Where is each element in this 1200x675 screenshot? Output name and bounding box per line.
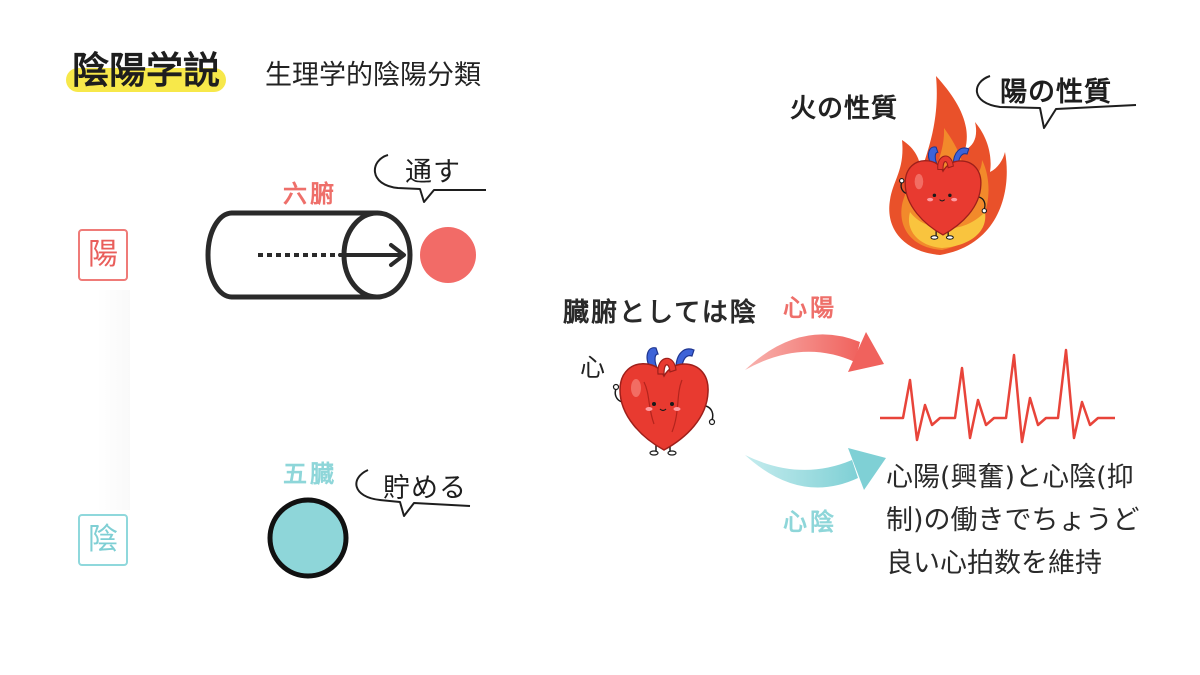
heart-description: 心陽(興奮)と心陰(抑 制)の働きでちょうど 良い心拍数を維持 [886, 456, 1140, 585]
page-title: 陰陽学説 [72, 49, 220, 92]
description-line: 心陽(興奮)と心陰(抑 [886, 462, 1134, 493]
red-dot-icon [420, 227, 476, 283]
pass-through-bubble-text: 通す [405, 157, 461, 188]
zang-organs-label: 五臓 [283, 460, 337, 488]
heart-yin-label: 心陰 [783, 508, 837, 536]
flow-arrow-icon [338, 243, 406, 267]
heart-yang-arrow-icon [745, 332, 884, 372]
yin-category-box: 陰 [78, 514, 128, 566]
heart-character-icon [612, 347, 716, 456]
title-highlight [66, 68, 226, 92]
fu-organs-label: 六腑 [283, 180, 337, 208]
description-line: 制)の働きでちょうど [886, 505, 1140, 536]
speech-bubble-store [355, 469, 471, 517]
heart-classification-heading: 臓腑としては陰 [563, 298, 758, 328]
fire-nature-label: 火の性質 [790, 94, 899, 124]
divider-strip [96, 290, 130, 510]
description-line: 良い心拍数を維持 [886, 548, 1102, 579]
ecg-line-icon [880, 348, 1115, 444]
yang-nature-bubble-text: 陽の性質 [1000, 77, 1112, 108]
cylinder-left-edge [205, 210, 235, 300]
page-subtitle: 生理学的陰陽分類 [265, 60, 481, 91]
store-bubble-text: 貯める [383, 473, 467, 504]
heart-on-fire-icon [889, 76, 1007, 255]
yang-category-box: 陽 [78, 229, 128, 281]
heart-label: 心 [580, 353, 606, 382]
storage-circle-icon [267, 497, 349, 579]
speech-bubble-pass [373, 154, 486, 203]
heart-yang-label: 心陽 [783, 294, 837, 322]
heart-yin-arrow-icon [745, 448, 886, 490]
speech-bubble-yang-nature [975, 75, 1137, 129]
